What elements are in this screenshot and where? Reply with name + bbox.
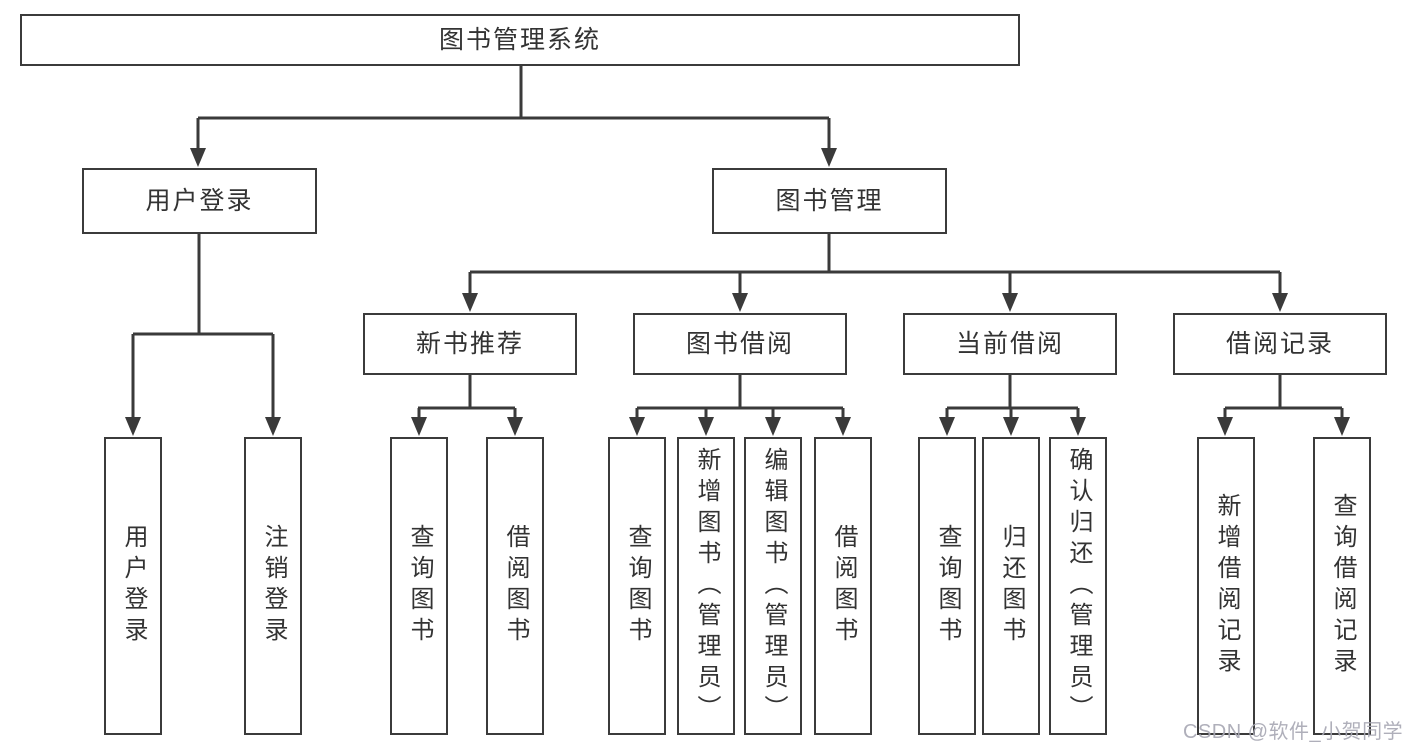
arrowhead-icons [125,148,1350,436]
leaf-add-book-admin: 新增图书（管理员） [677,437,735,735]
leaf-borrow-books-1: 借阅图书 [486,437,544,735]
node-user-login: 用户登录 [82,168,317,234]
node-new-book-recommend: 新书推荐 [363,313,577,375]
leaf-confirm-return-admin: 确认归还（管理员） [1049,437,1107,735]
leaf-query-books-2: 查询图书 [608,437,666,735]
leaf-query-books-3: 查询图书 [918,437,976,735]
node-book-borrow: 图书借阅 [633,313,847,375]
leaf-user-login: 用户登录 [104,437,162,735]
leaf-query-books-1: 查询图书 [390,437,448,735]
tree-edges [131,66,1344,421]
node-current-borrow: 当前借阅 [903,313,1117,375]
leaf-query-borrow-record: 查询借阅记录 [1313,437,1371,735]
leaf-borrow-books-2: 借阅图书 [814,437,872,735]
leaf-return-book: 归还图书 [982,437,1040,735]
leaf-edit-book-admin: 编辑图书（管理员） [744,437,802,735]
leaf-logout: 注销登录 [244,437,302,735]
node-borrow-records: 借阅记录 [1173,313,1387,375]
node-library-system: 图书管理系统 [20,14,1020,66]
node-book-management: 图书管理 [712,168,947,234]
csdn-watermark: CSDN @软件_小贺同学 [1183,721,1404,743]
leaf-add-borrow-record: 新增借阅记录 [1197,437,1255,735]
